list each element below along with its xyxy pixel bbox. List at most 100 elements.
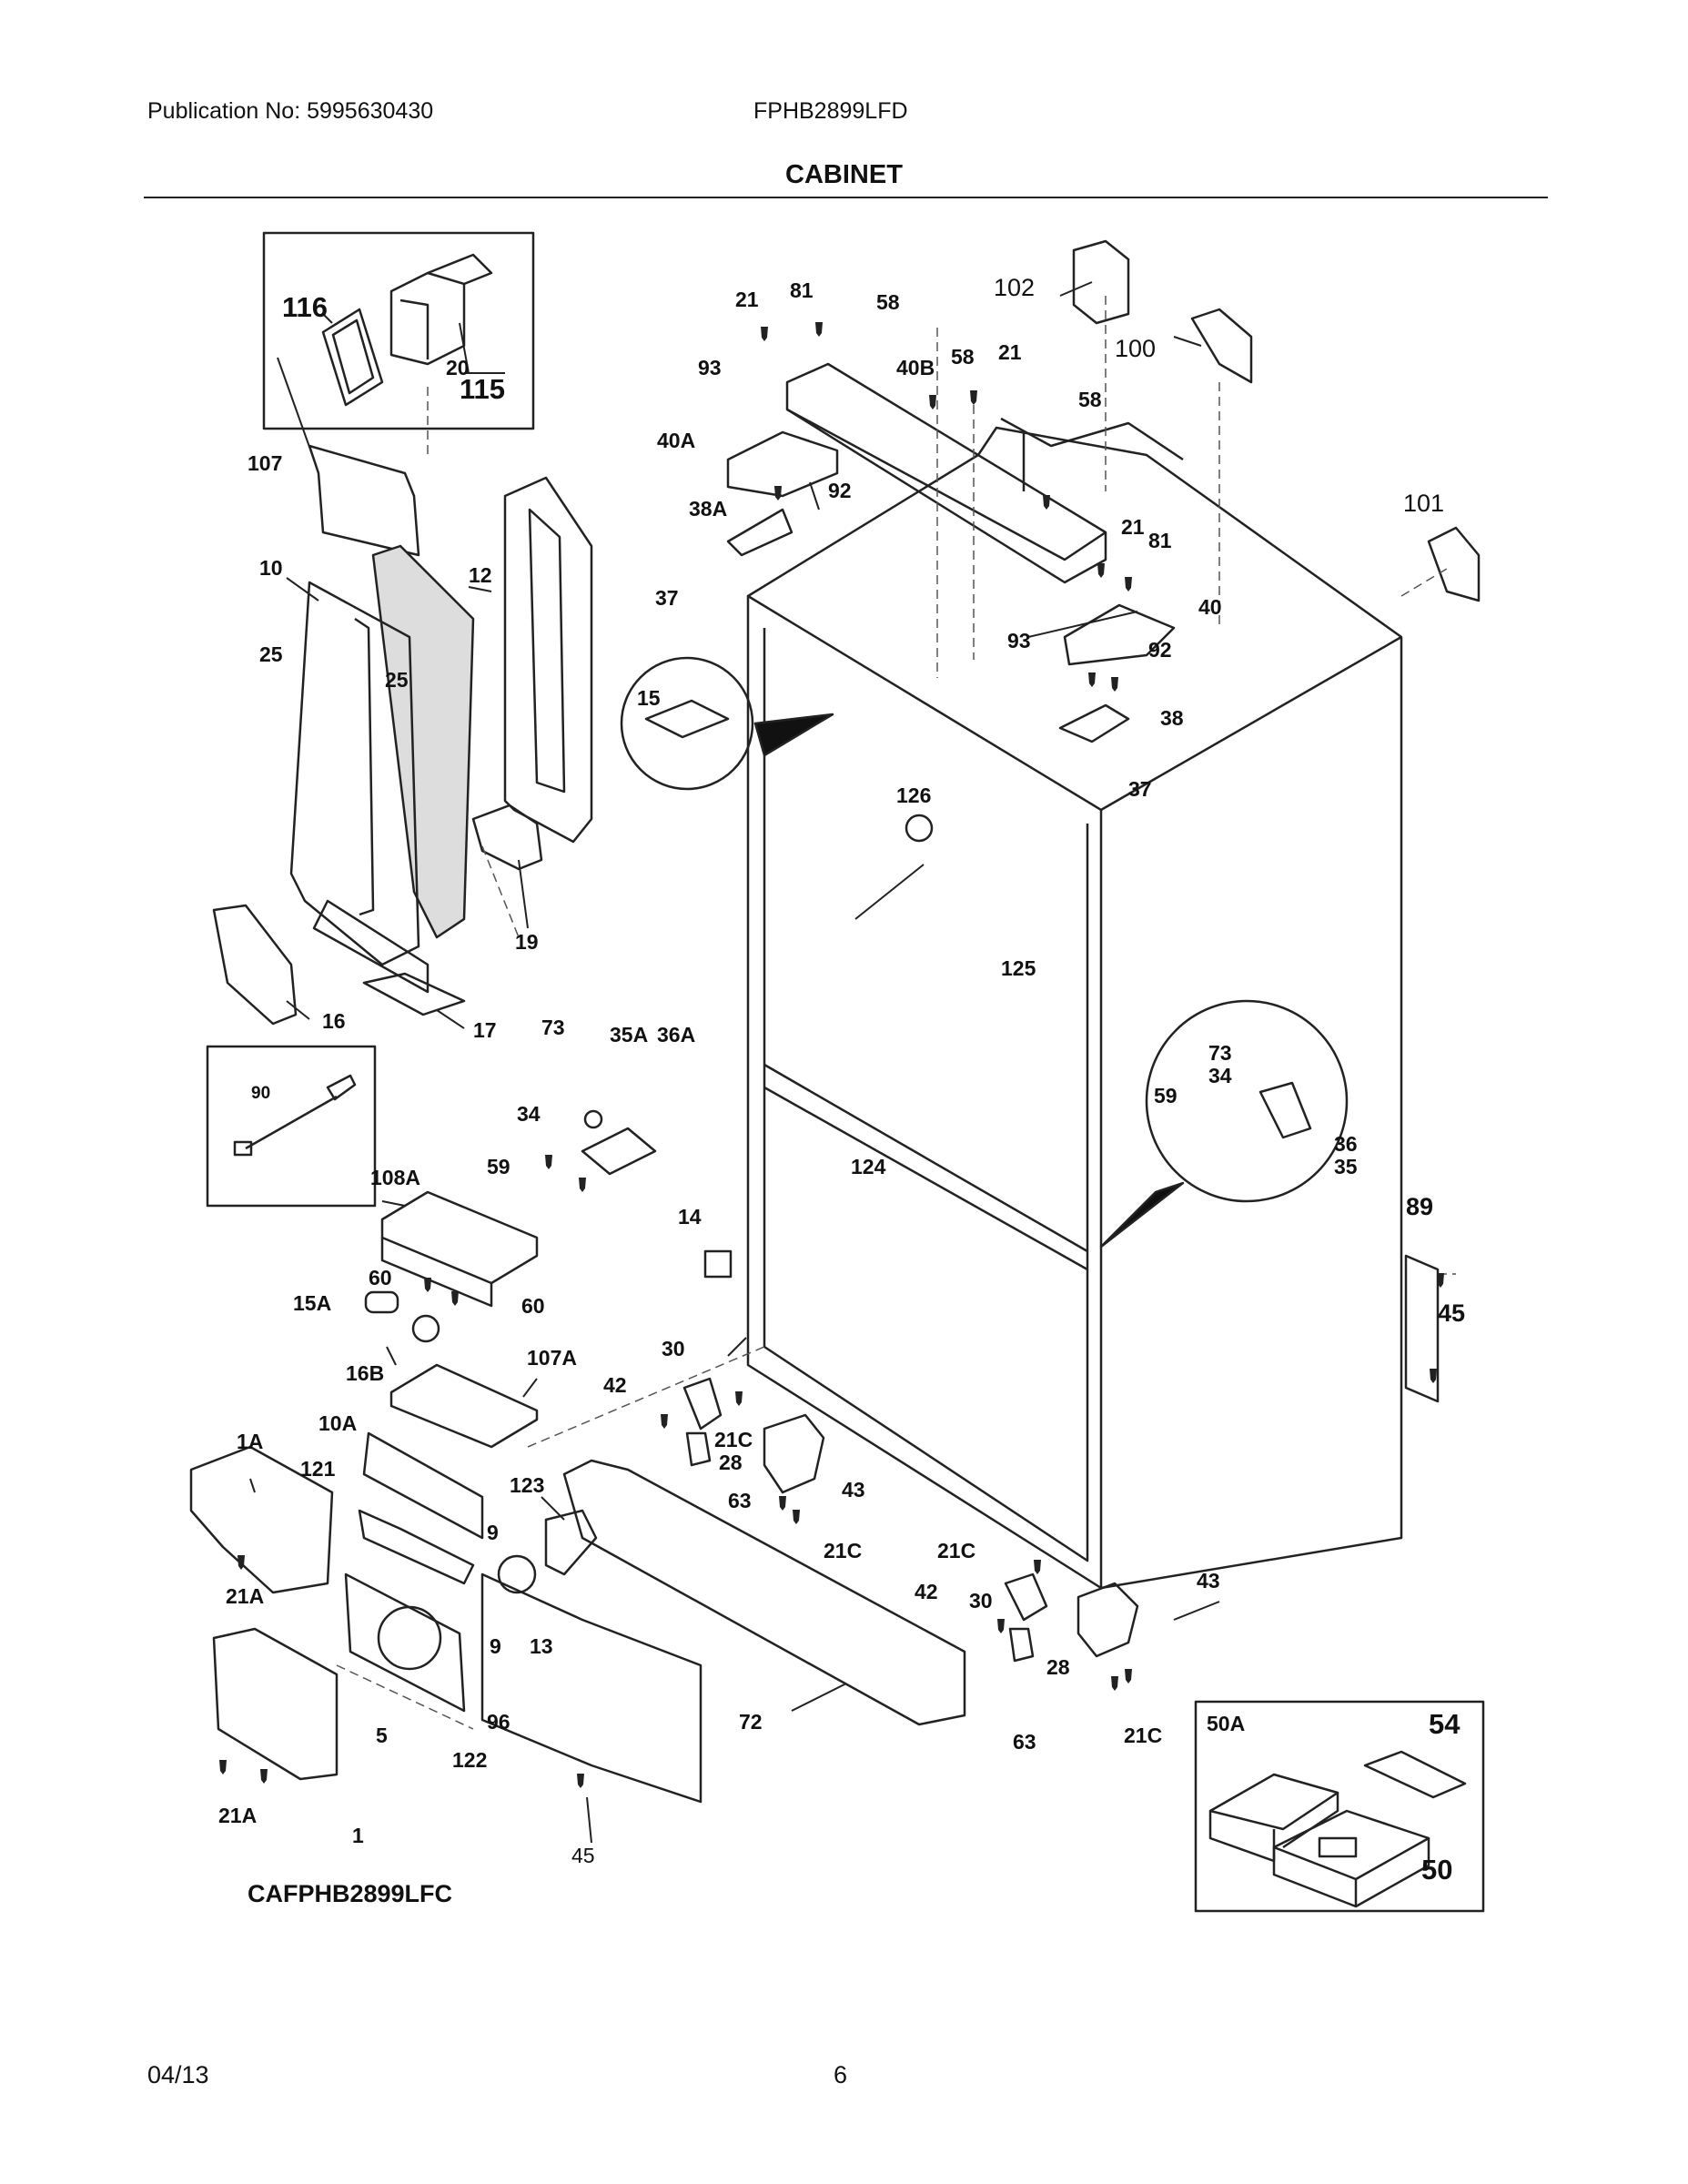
- part-17-tray: [362, 972, 466, 1016]
- callout: 21A: [218, 1804, 257, 1827]
- part-28-43-hinge-b: [1076, 1582, 1139, 1658]
- callout: 13: [530, 1634, 553, 1658]
- callout: 10: [259, 556, 283, 580]
- page-title: CABINET: [785, 160, 903, 189]
- callout: 72: [739, 1710, 763, 1734]
- callout: 60: [521, 1294, 545, 1318]
- callout: 90: [251, 1084, 270, 1103]
- callout: 5: [376, 1724, 388, 1747]
- callout: 50A: [1207, 1712, 1245, 1735]
- callout: 35A: [610, 1023, 648, 1046]
- callout: 35: [1334, 1155, 1358, 1178]
- part-121-baffle: [358, 1509, 475, 1585]
- part-116-gasket: [321, 308, 384, 407]
- callout: 19: [515, 930, 539, 954]
- callout: 63: [1013, 1730, 1036, 1754]
- callout: 43: [842, 1478, 865, 1502]
- model-number: FPHB2899LFD: [753, 98, 908, 124]
- callout: 108A: [370, 1166, 420, 1189]
- part-100-bracket: [1190, 308, 1253, 384]
- callout: 17: [473, 1018, 497, 1042]
- callout: 38: [1160, 706, 1184, 730]
- callout: 93: [1007, 629, 1031, 652]
- callout: 25: [259, 642, 283, 666]
- part-123-bracket: [544, 1509, 598, 1576]
- part-38-hinge: [1058, 703, 1130, 743]
- callout: 63: [728, 1489, 752, 1512]
- part-115-module: [389, 253, 493, 366]
- callout: 16: [322, 1009, 346, 1033]
- callout: 92: [1148, 638, 1172, 662]
- callout: 34: [1208, 1064, 1232, 1087]
- part-40A-bracket: [726, 430, 839, 498]
- inset-box-90: [206, 1045, 377, 1208]
- callout: 34: [517, 1102, 541, 1126]
- callout: 107: [248, 451, 282, 475]
- callout: 107A: [527, 1346, 577, 1370]
- callout: 36A: [657, 1023, 695, 1046]
- callout: 100: [1115, 335, 1156, 362]
- callout: 10A: [318, 1411, 357, 1435]
- part-122-fan-housing: [344, 1572, 466, 1713]
- callout: 40A: [657, 429, 695, 452]
- callout: 28: [719, 1451, 743, 1474]
- part-50A-box: [1208, 1773, 1339, 1863]
- callout: 58: [951, 345, 975, 369]
- part-15A-bulb: [364, 1290, 399, 1314]
- callout: 14: [678, 1205, 702, 1228]
- callout: 73: [541, 1016, 565, 1039]
- callout: 126: [896, 784, 931, 807]
- callout: 93: [698, 356, 722, 379]
- callout: 45: [571, 1844, 595, 1867]
- callout: 30: [969, 1589, 993, 1613]
- callout: 12: [469, 563, 492, 587]
- part-35A-hinge: [581, 1127, 657, 1176]
- kick-panel: [480, 1572, 702, 1804]
- part-10A-cover: [362, 1431, 484, 1540]
- part-13-motor: [497, 1554, 537, 1594]
- callout: 102: [994, 274, 1035, 301]
- callout: 73: [1208, 1041, 1232, 1065]
- callout: 21C: [937, 1539, 975, 1562]
- part-20-duct: [503, 476, 593, 844]
- part-1-grille: [212, 1627, 339, 1781]
- part-28-43-hinge-a: [763, 1413, 825, 1494]
- callout: 89: [1406, 1193, 1433, 1220]
- callout: 16B: [346, 1361, 384, 1385]
- part-16-tray: [212, 904, 298, 1026]
- part-54-bracket: [1363, 1750, 1467, 1799]
- callout: 115: [460, 373, 505, 405]
- part-14-switch: [703, 1249, 733, 1279]
- part-90-wire: [233, 1074, 357, 1157]
- callout: 9: [490, 1634, 501, 1658]
- callout: 92: [828, 479, 852, 502]
- callout: 37: [655, 586, 679, 610]
- callout: 54: [1429, 1708, 1461, 1740]
- callout: 45: [1438, 1299, 1465, 1327]
- callout: 21: [1121, 515, 1145, 539]
- callout: 42: [603, 1373, 627, 1397]
- part-63-roller-a: [685, 1431, 712, 1467]
- callout: 122: [452, 1748, 487, 1772]
- detail-circle-hinge: [1145, 999, 1349, 1203]
- callout: 40: [1198, 595, 1222, 619]
- callout: 25: [385, 668, 409, 692]
- callout: 123: [510, 1473, 544, 1497]
- cabinet-body: [746, 417, 1403, 1590]
- footer-page-number: 6: [834, 2061, 848, 2088]
- callout: 40B: [896, 356, 935, 379]
- part-1A-duct: [189, 1445, 334, 1594]
- callout: 81: [1148, 529, 1172, 552]
- publication-number: Publication No: 5995630430: [147, 98, 434, 124]
- callout: 36: [1334, 1132, 1358, 1156]
- part-12-panel: [371, 544, 475, 939]
- part-30-bracket-b: [1004, 1572, 1048, 1622]
- callout: 21C: [1124, 1724, 1162, 1747]
- callout: 30: [662, 1337, 685, 1360]
- callout: 42: [915, 1580, 938, 1603]
- callout: 81: [790, 278, 814, 302]
- callout: 21: [735, 288, 759, 311]
- callout: 38A: [689, 497, 727, 521]
- callout: 96: [487, 1710, 510, 1734]
